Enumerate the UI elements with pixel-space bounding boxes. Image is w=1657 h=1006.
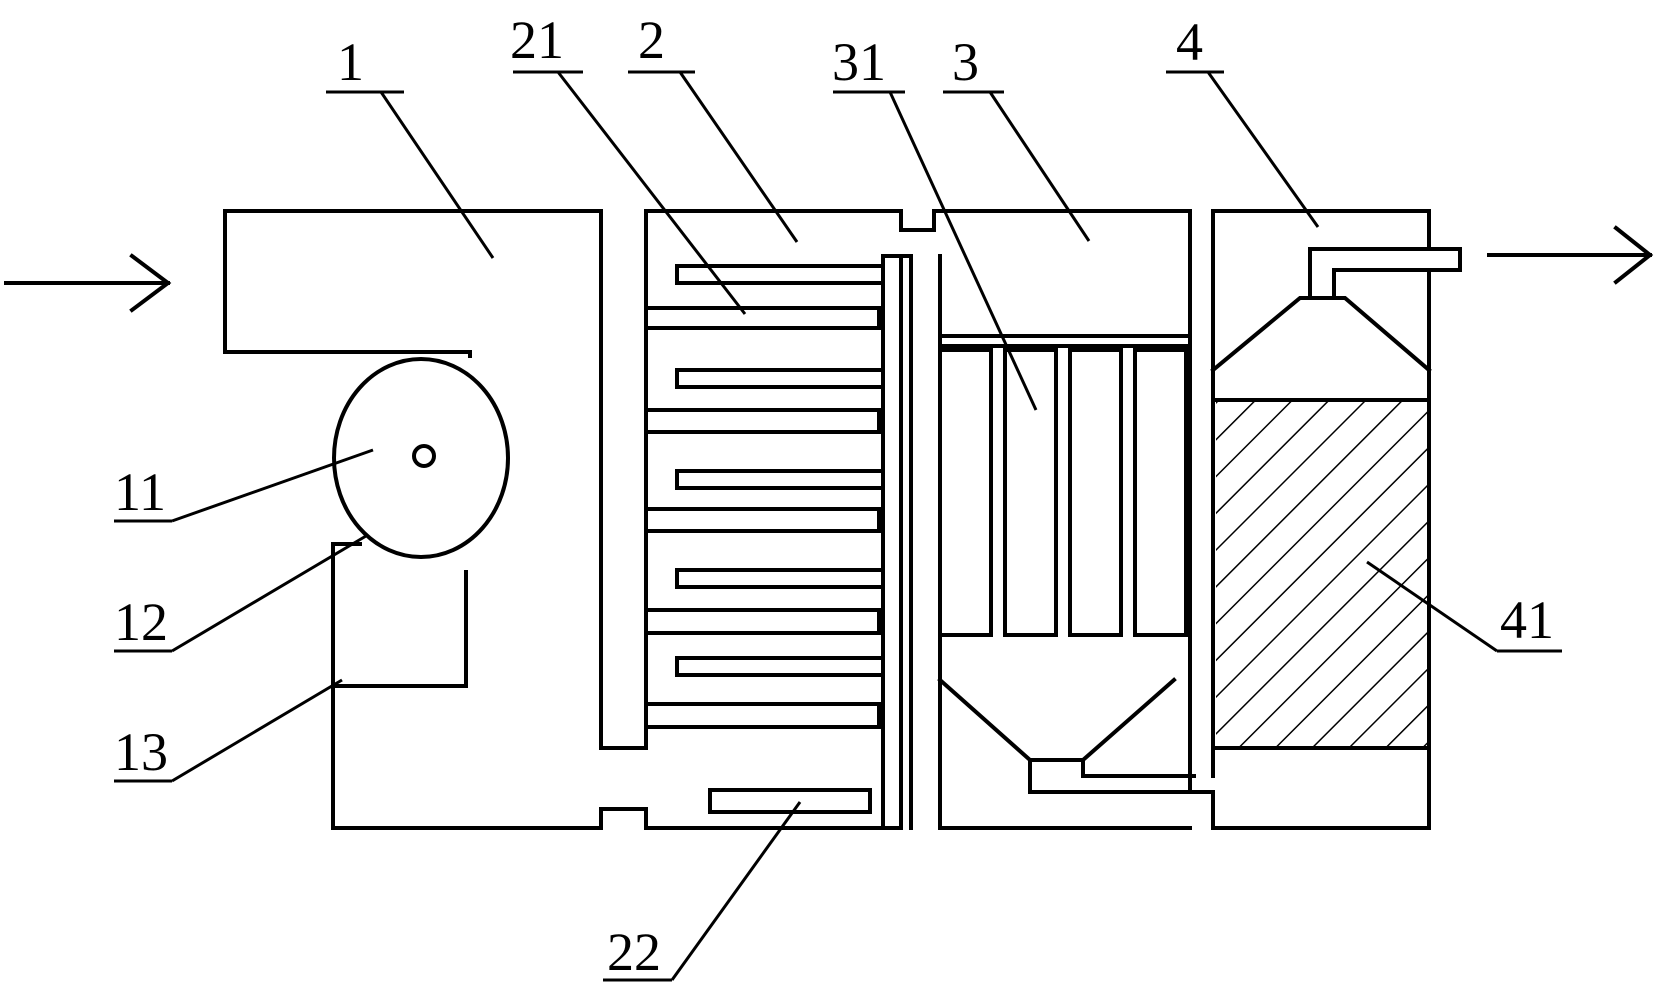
label-31: 31 [832,32,886,92]
label-2: 2 [638,10,665,70]
unit-4-adsorber [1210,209,1462,830]
inlet-arrow-icon [4,253,172,313]
label-1: 1 [337,32,364,92]
label-41: 41 [1500,590,1554,650]
unit-2-baffles [644,209,936,830]
outlet-arrow-icon [1487,225,1654,285]
unit-3-filter [932,209,1215,830]
label-12: 12 [114,592,168,652]
label-3: 3 [952,32,979,92]
leader-lines [114,70,1562,982]
fan-impeller [332,357,510,559]
label-13: 13 [114,722,168,782]
label-11: 11 [114,462,166,522]
unit-1-housing [223,209,903,830]
label-21: 21 [510,10,564,70]
label-4: 4 [1176,12,1203,72]
label-22: 22 [607,922,661,982]
fan-outlet-duct [331,570,468,688]
